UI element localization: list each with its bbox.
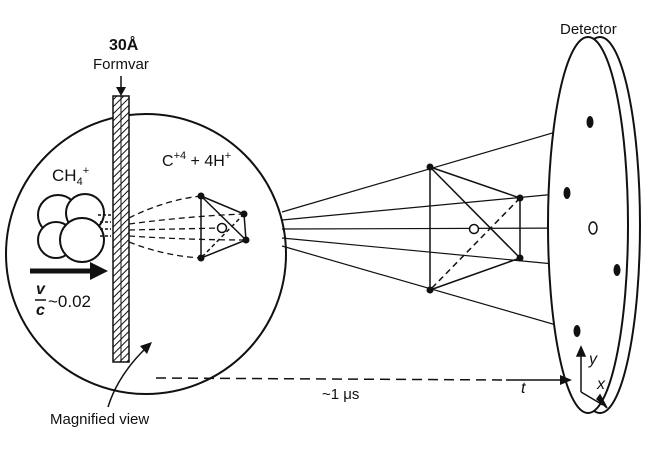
fragment-divergence-lines: [128, 195, 247, 259]
magnified-view-circle: [5, 113, 287, 395]
magnified-view-pointer: [107, 342, 152, 408]
detector-disc: [547, 36, 641, 414]
detector-hits: [563, 116, 621, 337]
molecule-label: CH4+: [52, 165, 90, 188]
velocity-numerator: v: [36, 281, 45, 298]
detector-label: Detector: [560, 21, 617, 38]
foil-thickness-label: 30Å: [109, 37, 139, 54]
axis-t-label: t: [521, 380, 526, 397]
formvar-foil: [112, 95, 130, 363]
velocity-arrow: [30, 262, 108, 280]
axis-y-label: y: [589, 351, 597, 368]
velocity-value: ~0.02: [48, 292, 92, 311]
large-carbon-ion: [468, 223, 480, 235]
small-fragment-dots: [197, 192, 250, 262]
foil-material-label: Formvar: [93, 56, 149, 73]
velocity-denominator: c: [36, 302, 45, 319]
axis-x-label: x: [597, 376, 605, 393]
time-of-flight-label: ~1 μs: [322, 386, 360, 403]
approach-dashes: [98, 214, 111, 237]
large-fragment-dots: [426, 163, 524, 294]
detector-carbon-hit: [588, 221, 598, 235]
magnified-view-label: Magnified view: [50, 411, 150, 428]
detector-axes: [575, 345, 608, 409]
fragments-label: C+4 + 4H+: [162, 150, 232, 170]
time-of-flight-arrow: [155, 375, 572, 385]
small-carbon-ion: [216, 222, 228, 234]
methane-molecule: [37, 193, 105, 263]
foil-pointer-arrow: [116, 76, 126, 96]
